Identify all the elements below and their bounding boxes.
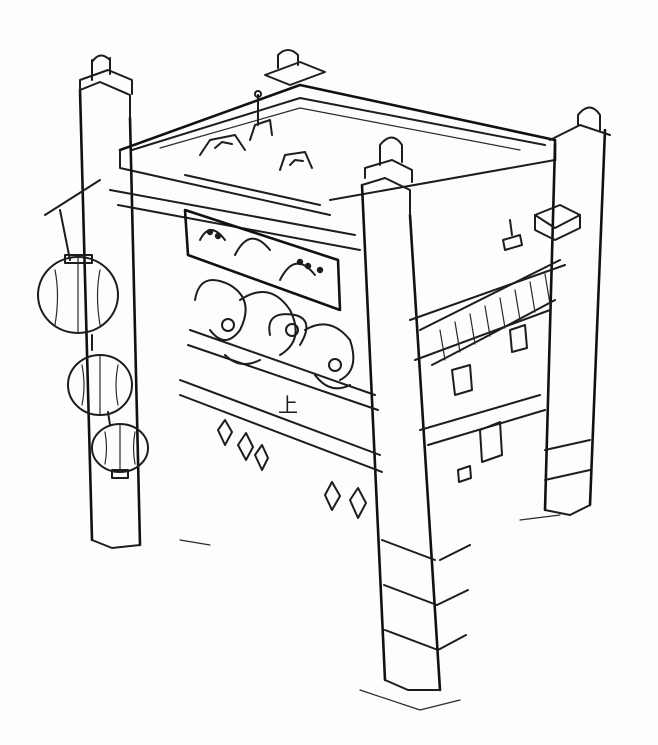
scroll-lattice [194, 279, 355, 390]
roof-slab [118, 83, 557, 216]
center-back-post [264, 49, 326, 86]
roof-ornament [184, 90, 321, 206]
right-back-pillar [543, 106, 611, 516]
ground-strokes [179, 514, 561, 711]
cross-beams [109, 189, 581, 473]
plaque-character: 上 [278, 393, 298, 417]
left-pillar [78, 54, 142, 549]
hanging-diamonds [217, 419, 367, 519]
side-awning [419, 219, 561, 483]
lanterns [37, 179, 149, 479]
plaque-glyph: 上 [278, 393, 298, 417]
lantern-middle [67, 354, 133, 416]
arch-panel [183, 208, 342, 312]
front-right-pillar [360, 136, 471, 692]
